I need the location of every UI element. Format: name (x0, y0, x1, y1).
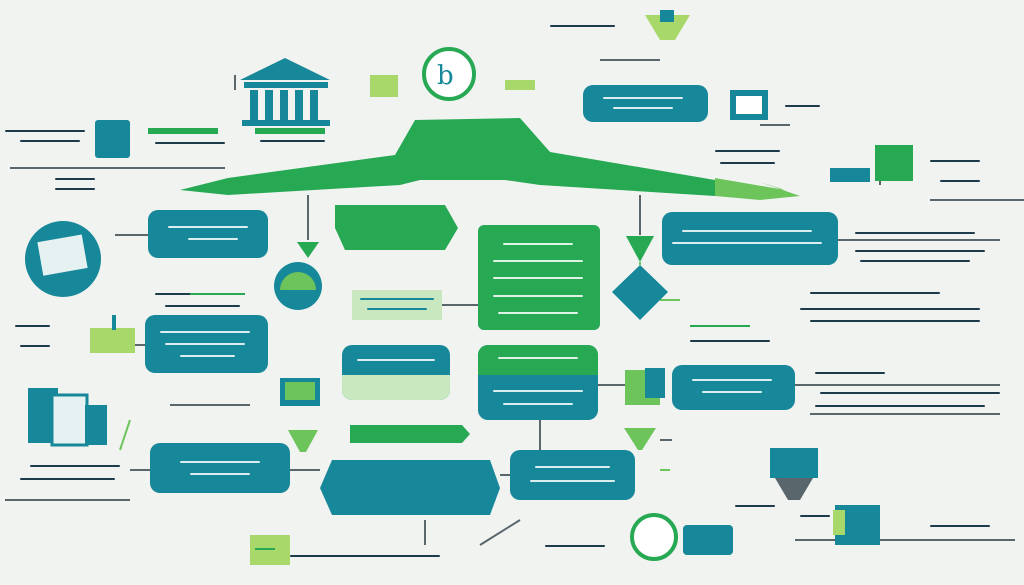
text-line (20, 478, 115, 480)
down-arrow-right (626, 236, 654, 262)
badge-circle (630, 513, 678, 561)
logo-emblem-icon (422, 47, 476, 101)
teal-box-bottom-center (510, 450, 635, 500)
text-line (260, 140, 325, 142)
teal-hex-box (320, 460, 500, 515)
funnel-right (624, 428, 656, 450)
text-line (550, 25, 615, 27)
teal-box-mid-left (342, 345, 450, 400)
text-line (940, 180, 980, 182)
text-line (815, 405, 985, 407)
text-line (545, 545, 605, 547)
text-line (20, 140, 80, 142)
text-line (290, 555, 440, 557)
text-line (855, 250, 985, 252)
light-green-note (352, 290, 442, 320)
text-line (15, 325, 50, 327)
text-line (800, 308, 980, 310)
green-tag (350, 425, 470, 443)
text-line (55, 178, 95, 180)
teal-diamond (612, 265, 668, 320)
text-line (820, 392, 1000, 394)
text-line (690, 325, 750, 327)
text-line (810, 320, 980, 322)
svg-text:b: b (437, 61, 454, 91)
down-arrow-left (297, 242, 319, 258)
funnel-left (288, 430, 318, 452)
teal-box-mid-right (672, 365, 795, 410)
text-line (155, 142, 225, 144)
text-line (190, 293, 245, 295)
text-line (785, 105, 820, 107)
text-line (815, 372, 885, 374)
text-line (255, 548, 275, 550)
text-line (165, 305, 240, 307)
text-line (800, 515, 830, 517)
banner-arrow (715, 178, 800, 200)
text-line (860, 260, 970, 262)
text-line (720, 162, 775, 164)
text-line (20, 345, 50, 347)
text-line (715, 150, 780, 152)
teal-box-left-1 (148, 210, 268, 258)
teal-box-left-3 (150, 443, 290, 493)
main-banner (228, 118, 715, 196)
teal-box-mid-center (478, 345, 598, 420)
text-line (735, 505, 775, 507)
green-hex-box (335, 205, 458, 250)
trophy-icon (645, 15, 690, 40)
green-box-center (478, 225, 600, 330)
left-arrow (180, 178, 228, 195)
text-line (5, 130, 85, 132)
text-line (690, 340, 770, 342)
server-icon (770, 448, 818, 478)
text-line (930, 525, 990, 527)
text-line (55, 188, 95, 190)
text-line (30, 465, 120, 467)
bank-building-icon (240, 58, 330, 126)
text-line (810, 292, 940, 294)
calendar-icon (95, 120, 130, 158)
teal-box-upper-center (583, 85, 708, 122)
text-line (930, 160, 980, 162)
teal-box-left-2 (145, 315, 268, 373)
text-line (855, 232, 975, 234)
teal-box-right-1 (662, 212, 838, 265)
